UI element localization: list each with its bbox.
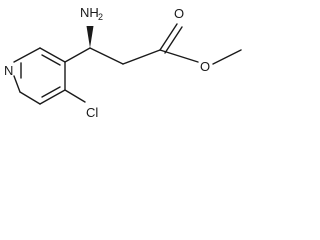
bond-carbonyl-double-b [164,26,183,54]
chemical-structure: Cl N NH 2 O O [4,5,242,120]
bond-carbonyl-double-a [159,23,178,51]
bond-ring-c5-n [13,75,21,93]
bond-ring-chiral [64,47,91,63]
carbonyl-oxygen-label: O [174,6,184,21]
bond-ring-c1-c2 [39,47,66,63]
bond-ring-n-c1 [13,47,41,63]
amine-nh-label: NH [80,5,99,20]
wedge-bond-amine [86,26,94,48]
ring-nitrogen-label: N [4,63,13,78]
amine-label: NH 2 [80,5,103,22]
bond-ester-o-methyl [212,49,242,65]
bond-ring-c4-c5 [19,91,41,105]
ester-oxygen-label: O [200,59,210,74]
bond-c-cl [64,89,86,103]
bond-ring-double-1 [41,54,61,66]
chloro-label: Cl [86,105,98,120]
bond-carbonyl-ester-o [159,49,199,63]
pyridine-ring [13,47,66,105]
bond-ring-c3-c4 [39,89,66,105]
bond-chiral-ch2 [89,47,124,65]
bond-ring-double-2 [41,86,61,98]
amine-h-count: 2 [98,12,103,22]
bond-ch2-carbonyl [122,49,161,65]
